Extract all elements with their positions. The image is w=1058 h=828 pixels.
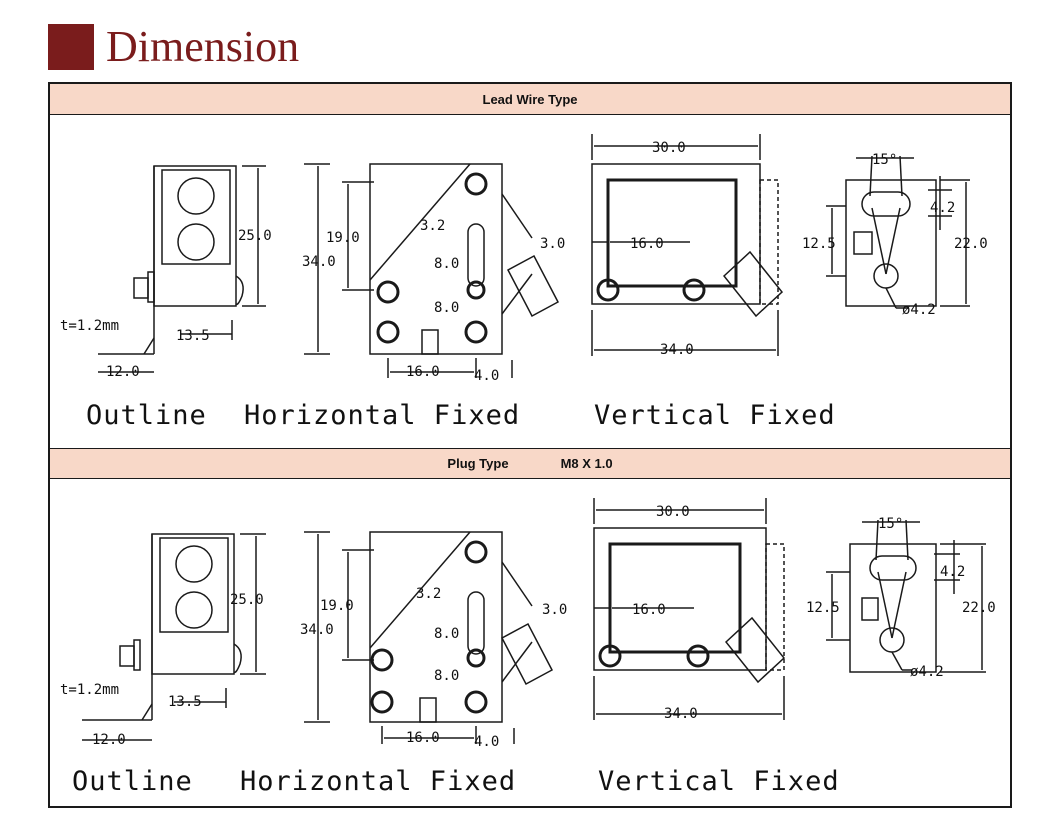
- dim-vertical-left: 3.0: [542, 602, 567, 618]
- dimension-frame: Lead Wire Type Plug Type M8 X 1.0: [48, 82, 1012, 808]
- dim-side-slot: 4.2: [940, 564, 965, 580]
- dim-side-hole: ø4.2: [910, 664, 944, 680]
- dim-horizontal-edge: 4.0: [474, 368, 499, 384]
- outline-drawing: [98, 165, 266, 373]
- dim-horizontal-slot-pitch-2: 8.0: [434, 668, 459, 684]
- dim-horizontal-edge: 4.0: [474, 734, 499, 750]
- page-title: Dimension: [106, 22, 300, 71]
- caption-outline: Outline: [86, 400, 207, 431]
- dim-horizontal-slot-pitch-2: 8.0: [434, 300, 459, 316]
- dim-outline-height: 25.0: [238, 228, 272, 244]
- dim-vertical-inner: 16.0: [630, 236, 664, 252]
- band-label: Plug Type: [447, 456, 509, 471]
- horizontal-drawing: [304, 163, 560, 378]
- dim-horizontal-hole-span: 19.0: [320, 598, 354, 614]
- dim-vertical-left: 3.0: [540, 236, 565, 252]
- dim-outline-thickness: t=1.2mm: [60, 682, 119, 698]
- page-header: Dimension: [48, 22, 299, 72]
- dim-side-height: 22.0: [962, 600, 996, 616]
- section-band-plug: Plug Type M8 X 1.0: [50, 448, 1010, 479]
- dim-horizontal-height: 34.0: [302, 254, 336, 270]
- vertical-drawing: [591, 134, 784, 356]
- dim-side-mid: 12.5: [806, 600, 840, 616]
- dim-outline-base: 12.0: [92, 732, 126, 748]
- dim-horizontal-slot-width: 3.2: [416, 586, 441, 602]
- dim-outline-height: 25.0: [230, 592, 264, 608]
- dim-horizontal-slot-width: 3.2: [420, 218, 445, 234]
- horizontal-drawing: [304, 531, 554, 744]
- section-band-lead-wire: Lead Wire Type: [50, 84, 1010, 115]
- dim-outline-thickness: t=1.2mm: [60, 318, 119, 334]
- band-sub-label: M8 X 1.0: [560, 456, 613, 471]
- lead-wire-drawings: 25.0 t=1.2mm 13.5 12.0 19.0 34.0 3.2 8.0…: [60, 134, 988, 431]
- dim-side-mid: 12.5: [802, 236, 836, 252]
- plug-drawings: 25.0 t=1.2mm 13.5 12.0 19.0 34.0 3.2 8.0…: [60, 498, 996, 797]
- caption-vertical: Vertical Fixed: [598, 766, 840, 797]
- dim-horizontal-slot-pitch-1: 8.0: [434, 626, 459, 642]
- dim-side-slot: 4.2: [930, 200, 955, 216]
- caption-outline: Outline: [72, 766, 193, 797]
- dim-horizontal-height: 34.0: [300, 622, 334, 638]
- dim-side-height: 22.0: [954, 236, 988, 252]
- dim-vertical-bottom: 34.0: [664, 706, 698, 722]
- dim-outline-base: 12.0: [106, 364, 140, 380]
- side-drawing: [826, 519, 986, 673]
- dim-side-angle: 15°: [872, 152, 897, 168]
- dim-horizontal-base: 16.0: [406, 730, 440, 746]
- dim-vertical-top: 30.0: [652, 140, 686, 156]
- dim-outline-offset: 13.5: [168, 694, 202, 710]
- caption-horizontal: Horizontal Fixed: [240, 766, 516, 797]
- vertical-drawing: [593, 498, 786, 720]
- dim-side-hole: ø4.2: [902, 302, 936, 318]
- dim-horizontal-base: 16.0: [406, 364, 440, 380]
- dim-horizontal-slot-pitch-1: 8.0: [434, 256, 459, 272]
- dim-outline-offset: 13.5: [176, 328, 210, 344]
- dim-side-angle: 15°: [878, 516, 903, 532]
- dim-horizontal-hole-span: 19.0: [326, 230, 360, 246]
- caption-vertical: Vertical Fixed: [594, 400, 836, 431]
- title-square-icon: [48, 24, 94, 70]
- band-label: Lead Wire Type: [482, 91, 578, 107]
- dim-vertical-bottom: 34.0: [660, 342, 694, 358]
- caption-horizontal: Horizontal Fixed: [244, 400, 520, 431]
- side-drawing: [826, 155, 970, 309]
- dim-vertical-top: 30.0: [656, 504, 690, 520]
- dim-vertical-inner: 16.0: [632, 602, 666, 618]
- outline-drawing: [82, 533, 266, 741]
